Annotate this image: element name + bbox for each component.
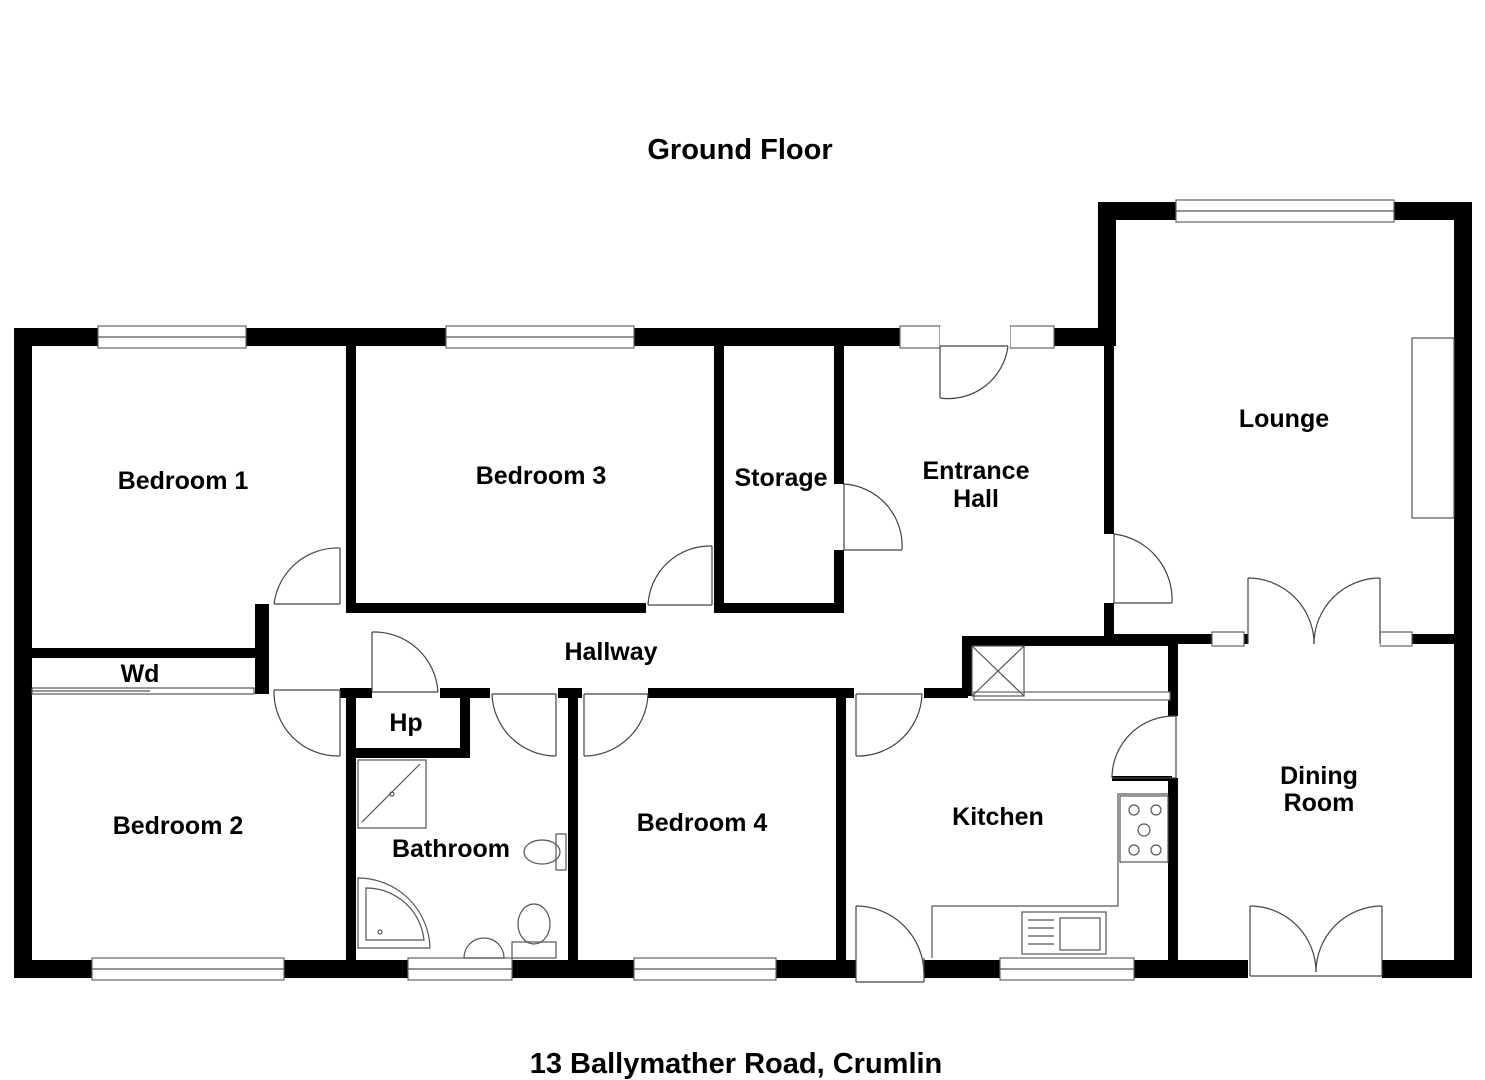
hob (1119, 795, 1169, 863)
bidet (555, 833, 567, 871)
toilet (511, 941, 557, 959)
room-label-dining-room-line-2: Room (1284, 789, 1355, 817)
room-label-hallway: Hallway (564, 638, 657, 666)
room-label-dining-room: Dining (1280, 762, 1358, 790)
room-label-storage: Storage (734, 464, 827, 492)
fireplace (1411, 337, 1455, 519)
corner-bath (357, 877, 431, 949)
room-label-hp: Hp (389, 709, 422, 737)
interior-walls (30, 344, 1460, 968)
window (1009, 325, 1055, 349)
windows (91, 199, 1413, 981)
window (899, 325, 941, 349)
room-label-lounge: Lounge (1239, 405, 1329, 433)
window (1379, 631, 1413, 647)
doors (273, 326, 1383, 983)
room-label-bedroom-4: Bedroom 4 (637, 809, 768, 837)
property-address: 13 Ballymather Road, Crumlin (530, 1048, 943, 1080)
plan-title: Ground Floor (647, 134, 832, 166)
room-label-kitchen: Kitchen (952, 803, 1044, 831)
wash-basin (463, 937, 505, 959)
room-label-bathroom: Bathroom (392, 835, 510, 863)
room-label-wd: Wd (121, 660, 160, 688)
shower (357, 759, 427, 829)
room-label-entrance-hall-line-2: Hall (953, 485, 999, 513)
boiler (971, 645, 1025, 697)
room-label-bedroom-2: Bedroom 2 (113, 812, 244, 840)
room-label-entrance-hall: Entrance (923, 457, 1030, 485)
fixtures (31, 337, 1455, 959)
room-label-bedroom-1: Bedroom 1 (118, 467, 249, 495)
window (1211, 631, 1245, 647)
room-label-bedroom-3: Bedroom 3 (476, 462, 607, 490)
kitchen-worktop (931, 793, 1168, 958)
kitchen-sink (1021, 911, 1107, 955)
exterior-walls (14, 202, 1472, 978)
